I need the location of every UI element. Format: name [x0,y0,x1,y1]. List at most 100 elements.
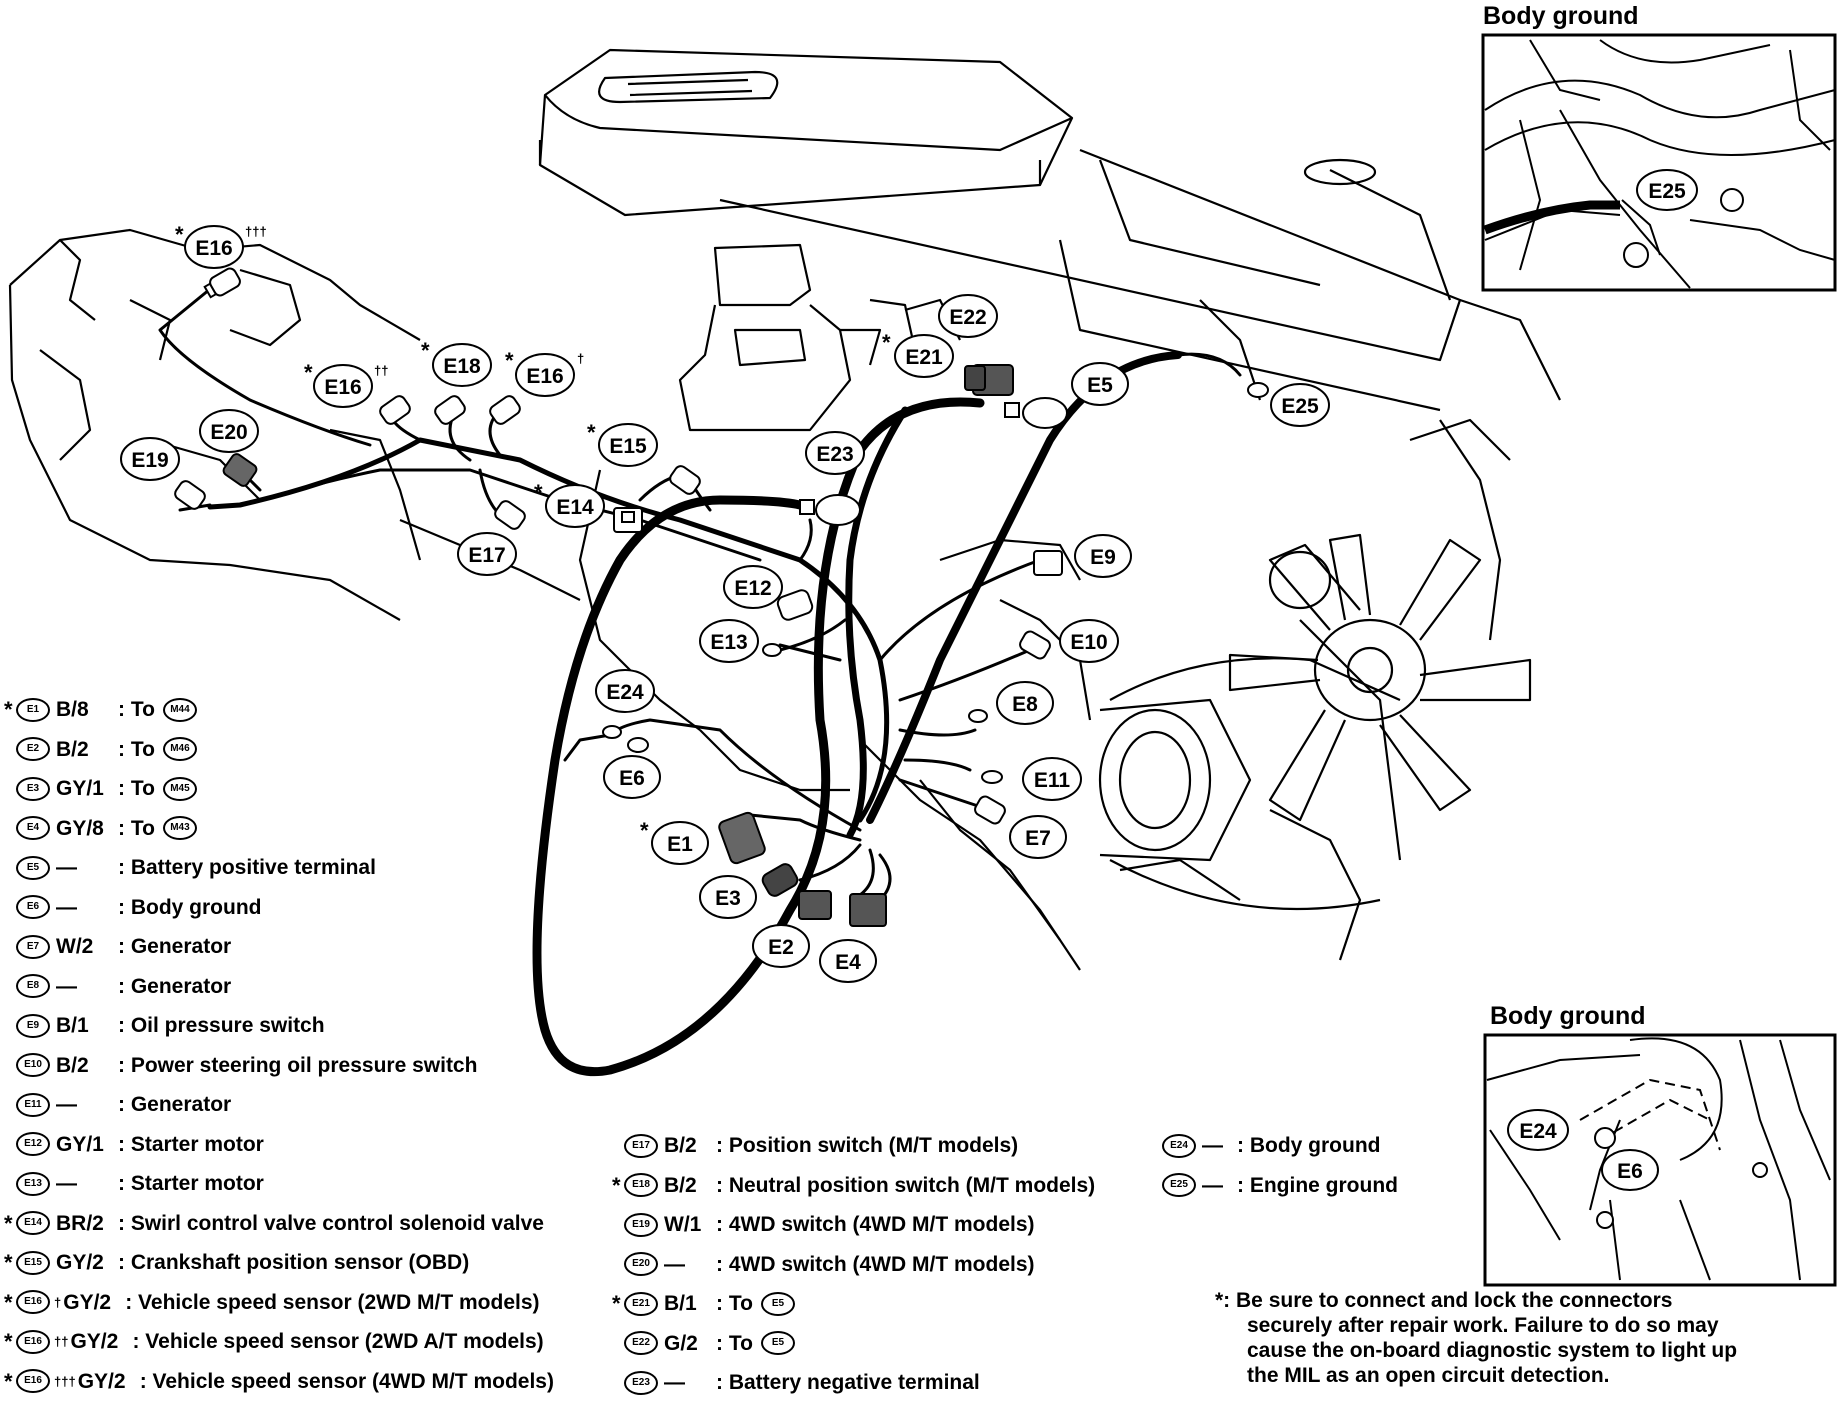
callout-E19: E19 [120,437,180,481]
svg-text:E10: E10 [1070,631,1107,654]
callout-E25: E25 [1270,383,1330,427]
legend-description: : Vehicle speed sensor (4WD M/T models) [139,1369,554,1393]
connectors [174,267,1269,927]
svg-text:E9: E9 [1090,546,1116,569]
legend-description: : 4WD switch (4WD M/T models) [716,1213,1035,1236]
callout-E2: E2 [752,924,810,968]
svg-text:*: * [587,420,596,445]
target-connector-badge: M45 [162,776,197,801]
connector-badge: E16 [16,1369,50,1394]
inset-bottom-body-ground: E24 E6 [1483,1033,1837,1287]
svg-text:E18: E18 [443,355,481,378]
legend-description: : Neutral position switch (M/T models) [716,1173,1096,1197]
legend-description: : Starter motor [118,1172,264,1195]
svg-text:E11: E11 [1034,769,1071,792]
connector-badge: E1 [16,697,50,722]
connector-badge: E24 [1162,1133,1196,1158]
svg-text:*: * [304,360,313,385]
note-line-4: the MIL as an open circuit detection. [1247,1364,1610,1387]
legend-description: : Body ground [1237,1134,1381,1157]
wire-code: W/1 [664,1213,702,1236]
legend-description: : Power steering oil pressure switch [118,1053,478,1077]
connector-badge: E18 [624,1173,658,1198]
connector-badge: E22 [624,1331,658,1356]
svg-text:E16: E16 [195,237,232,260]
legend-description: : Vehicle speed sensor (2WD M/T models) [125,1290,540,1314]
callout-E21: E21* [882,330,954,378]
callout-E6: E6 [603,755,661,799]
callout-E1: E1 * [640,818,709,865]
legend-superscript: † [54,1294,62,1310]
connector-badge: E17 [624,1133,658,1158]
connector-badge: E16 [16,1290,50,1315]
svg-text:E25: E25 [1281,395,1319,418]
connector-badge: E23 [624,1370,658,1395]
legend-row: E13 — : Starter motor [4,1164,554,1204]
svg-text:E3: E3 [715,887,741,910]
legend-superscript: ††† [54,1373,76,1389]
svg-text:E23: E23 [816,443,853,466]
wire-code: — [664,1252,685,1276]
callout-E16-tt: E16*†† [304,360,388,408]
connector-badge: E9 [16,1013,50,1038]
connector-badge: E13 [16,1171,50,1196]
wire-code: GY/2 [56,1251,104,1274]
wire-code: B/2 [664,1173,697,1197]
wire-code: B/2 [56,737,89,761]
svg-text:*: * [882,330,891,355]
svg-text:E20: E20 [210,421,247,444]
svg-text:E16: E16 [526,365,563,388]
note-marker: *: [1215,1289,1231,1312]
legend-description: : To [118,737,155,761]
svg-text:E19: E19 [131,449,168,472]
legend-description: : Position switch (M/T models) [716,1134,1019,1157]
wire-code: — [56,1093,77,1116]
legend-star: * [612,1172,621,1198]
legend-description: : Generator [118,1093,232,1116]
legend-row: E20—: 4WD switch (4WD M/T models) [612,1245,1095,1285]
callout-labels: E16*††† E16*†† E18* E16*† E20 E19 E15* E… [120,222,1330,983]
connector-badge: E11 [16,1092,50,1117]
legend-description: : To [716,1292,753,1315]
callout-E3: E3 [699,875,757,919]
inset-top-callout-E25: E25 [1648,180,1686,203]
wire-code: GY/2 [77,1369,126,1393]
inset-top-body-ground: E25 [1481,33,1837,292]
wire-code: — [664,1371,685,1394]
wire-code: — [56,1172,77,1195]
svg-text:E8: E8 [1012,693,1038,716]
callout-E22: E22 [938,294,998,338]
callout-E4: E4 [819,939,877,983]
callout-E11: E11 [1022,757,1082,801]
legend-star: * [4,1329,13,1354]
wire-code: GY/2 [63,1290,112,1314]
wire-code: G/2 [664,1331,698,1355]
svg-text:E4: E4 [835,951,861,974]
legend-description: : Engine ground [1237,1173,1398,1197]
callout-E17: E17 [457,532,517,576]
connector-badge: E3 [16,776,50,801]
svg-text:*: * [175,222,184,247]
connector-badge: E7 [16,934,50,959]
legend-row: E24—: Body ground [1162,1126,1398,1166]
legend-row: *E16†GY/2: Vehicle speed sensor (2WD M/T… [4,1283,554,1323]
legend-star: * [612,1291,621,1316]
connector-badge: E12 [16,1132,50,1157]
callout-E12: E12 [723,565,783,609]
callout-E23: E23 [805,431,865,475]
svg-text:E15: E15 [609,435,647,458]
svg-text:E1: E1 [667,833,693,856]
wire-code: GY/2 [70,1330,119,1353]
svg-text:*: * [640,818,649,843]
